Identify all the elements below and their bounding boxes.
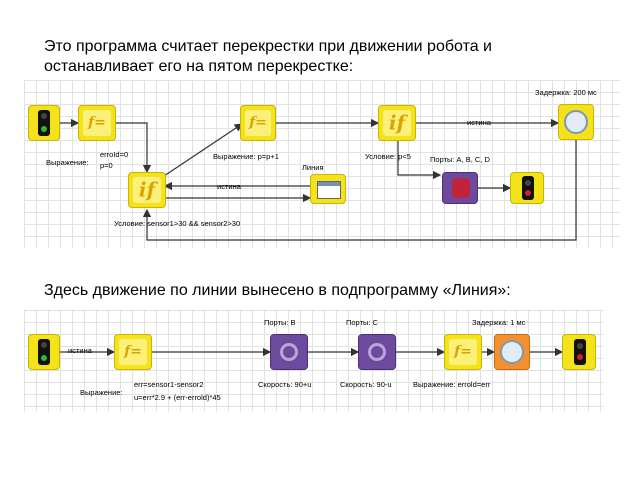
- ports-c-label: Порты: C: [346, 318, 378, 327]
- heading-line-1: Это программа считает перекрестки при дв…: [44, 38, 492, 55]
- expr-1-line-2: p=0: [100, 161, 113, 170]
- heading-line-2: останавливает его на пятом перекрестке:: [44, 58, 354, 75]
- delay-label: Задержка: 200 мс: [535, 88, 597, 97]
- speed-2-label: Скорость: 90-u: [340, 380, 392, 389]
- function-icon: f=: [88, 114, 106, 131]
- expression-block-2[interactable]: f=: [240, 105, 276, 141]
- program-1-canvas: [24, 80, 620, 248]
- delay-block-2[interactable]: [494, 334, 530, 370]
- loop-end-block[interactable]: [562, 334, 596, 370]
- if-block-2[interactable]: if: [378, 105, 416, 141]
- line-label: Линия: [302, 163, 324, 172]
- expr-1-line-1: erroId=0: [100, 150, 129, 159]
- expr-4-label: Выражение: errold=err: [413, 380, 491, 389]
- function-icon: f=: [124, 343, 142, 360]
- traffic-light-icon: [38, 110, 50, 136]
- motor-c-block[interactable]: [358, 334, 396, 370]
- gear-icon: [280, 343, 298, 361]
- ports-label: Порты: A, B, C, D: [430, 155, 490, 164]
- traffic-light-red-icon: [574, 339, 586, 365]
- true-label-2: истина: [467, 118, 491, 127]
- if-block-1[interactable]: if: [128, 172, 166, 208]
- clock-icon: [500, 340, 524, 364]
- line-subroutine-block[interactable]: [310, 174, 346, 204]
- wire-f1-to-if1: [116, 122, 152, 174]
- heading-subroutine: Здесь движение по линии вынесено в подпр…: [44, 282, 511, 299]
- delay-block[interactable]: [558, 104, 594, 140]
- gear-icon: [368, 343, 386, 361]
- speed-1-label: Скорость: 90+u: [258, 380, 312, 389]
- stop-motors-block[interactable]: [442, 172, 478, 204]
- if-icon: if: [138, 177, 156, 202]
- window-icon: [317, 181, 341, 199]
- expression-block-4[interactable]: f=: [444, 334, 482, 370]
- expression-block-1[interactable]: f=: [78, 105, 116, 141]
- loop-start-block[interactable]: [28, 334, 60, 370]
- cond-2-label: Условие: p<5: [365, 152, 411, 161]
- true-label-1: истина: [217, 182, 241, 191]
- start-block[interactable]: [28, 105, 60, 141]
- wire-timer-loop: [142, 140, 577, 241]
- end-block[interactable]: [510, 172, 544, 204]
- expr-3-line-2: u=err*2.9 + (err-errold)*45: [134, 393, 221, 402]
- cond-1-label: Условие: sensor1>30 && sensor2>30: [114, 219, 241, 228]
- expr-2-label: Выражение: p=p+1: [213, 152, 279, 161]
- hand-stop-icon: [452, 178, 470, 198]
- ports-b-label: Порты: B: [264, 318, 296, 327]
- expr-3-label: Выражение:: [80, 388, 123, 397]
- traffic-light-red-icon: [522, 176, 534, 200]
- true-label-loop: истина: [68, 346, 92, 355]
- function-icon: f=: [249, 114, 267, 131]
- delay-2-label: Задержка: 1 мс: [472, 318, 526, 327]
- expression-block-3[interactable]: f=: [114, 334, 152, 370]
- if-icon: if: [388, 110, 406, 135]
- traffic-light-icon: [38, 339, 50, 365]
- clock-icon: [564, 110, 588, 134]
- expr-3-line-1: err=sensor1-sensor2: [134, 380, 204, 389]
- wire-if1-to-f2: [160, 123, 243, 179]
- function-icon: f=: [454, 343, 472, 360]
- expr-1-label: Выражение:: [46, 158, 89, 167]
- motor-b-block[interactable]: [270, 334, 308, 370]
- heading-intro: Это программа считает перекрестки при дв…: [44, 37, 492, 77]
- wire-if2-to-stop: [397, 140, 442, 180]
